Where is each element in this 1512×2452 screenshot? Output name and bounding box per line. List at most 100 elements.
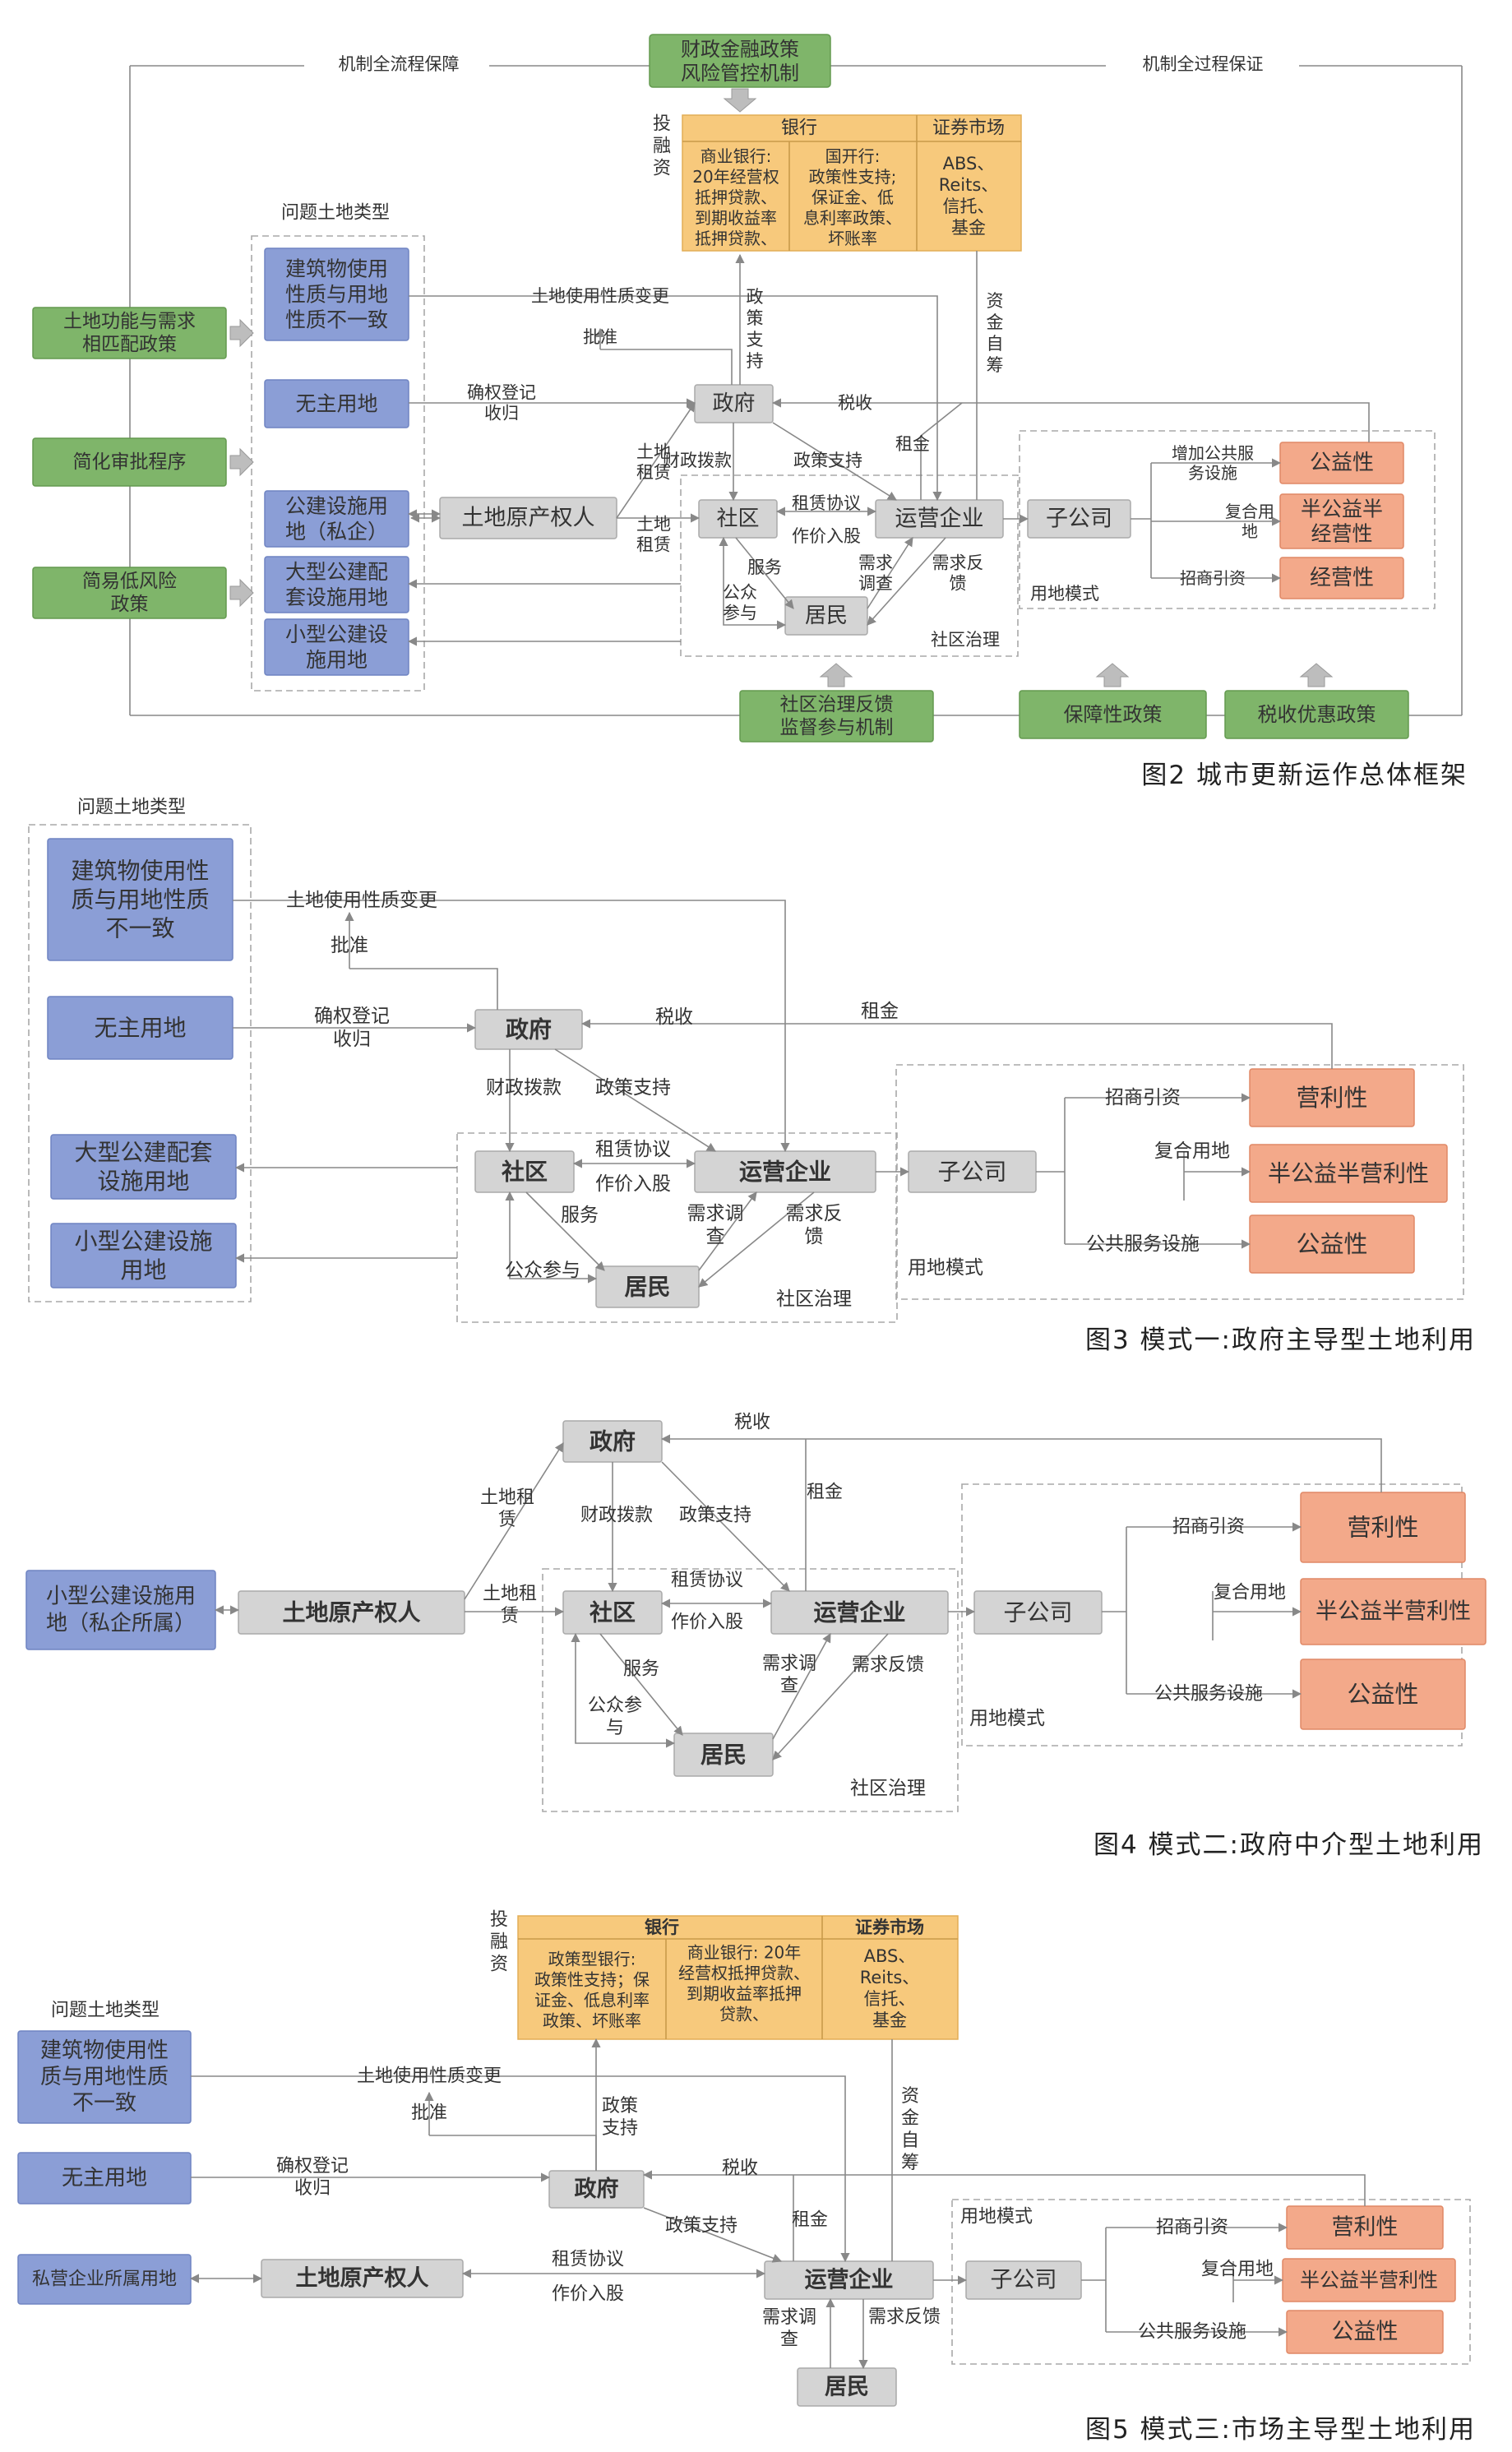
left-policy-2: 简化审批程序 <box>32 437 227 487</box>
fig4-lease-label-1-line-2: 赁 <box>498 1510 516 1530</box>
fig3-problem-title: 问题土地类型 <box>77 798 186 818</box>
fig4-community-gov-label: 社区治理 <box>850 1778 926 1799</box>
node-owner-label: 土地原产权人 <box>462 506 595 531</box>
fig5-problem-item-3: 私营企业所属用地 <box>17 2254 192 2305</box>
fig5-survey-label-line-2: 查 <box>780 2329 798 2350</box>
fig5-invest-label-line-3: 资 <box>490 1955 508 1975</box>
fig4-lease-agreement-label: 租赁协议 <box>671 1571 743 1591</box>
fig5-bank-policy-line-4: 政策、坏账率 <box>543 2011 641 2031</box>
fig5-invest-label-line-1: 投 <box>490 1910 508 1931</box>
bank-market-line-1: ABS、 <box>943 154 995 173</box>
fig4-land-mode-label: 用地模式 <box>969 1708 1045 1729</box>
fig3-public-arrow <box>505 1191 598 1284</box>
share-label: 作价入股 <box>792 526 861 546</box>
fig3-confirm-label-line-2: 收归 <box>333 1029 371 1050</box>
fig3-survey-arrow <box>698 1191 757 1271</box>
fig5-node-resident: 居民 <box>797 2367 897 2407</box>
land-change-label: 土地使用性质变更 <box>531 286 669 306</box>
add-service-label-line-1: 增加公共服 <box>1172 443 1254 463</box>
fig3-lease-label: 租赁协议 <box>595 1139 671 1160</box>
fig5-bank-policy-line-1: 政策型银行: <box>548 1950 636 1969</box>
fig3-problem-item-3-label-1: 大型公建配套 <box>74 1139 212 1166</box>
problem-item-3-label-2: 地（私企） <box>285 520 388 544</box>
fig4-community-frame <box>542 1568 959 1812</box>
fig5-share-label: 作价入股 <box>552 2284 624 2305</box>
fig5-policy-arrow <box>643 2207 783 2263</box>
outcome-public: 公益性 <box>1279 442 1404 484</box>
fig4-lease-label-2-line-2: 赁 <box>501 1606 519 1626</box>
left-policy-arrow-2 <box>229 447 254 477</box>
left-policy-3-label-1: 简易低风险 <box>82 571 177 592</box>
fig3-outcome-public-label: 公益性 <box>1296 1230 1367 1258</box>
top-policy-line-1: 财政金融政策 <box>681 38 799 61</box>
fig3-land-change-line <box>233 900 790 1153</box>
invest-label-line-2: 融 <box>653 136 671 157</box>
node-gov-label: 政府 <box>712 391 755 416</box>
fig5-policy-vertical-line-1: 政策 <box>602 2096 638 2117</box>
fig3-problem-item-4-label-2: 用地 <box>120 1256 166 1284</box>
fig3-policy-arrow <box>554 1048 716 1152</box>
node-sub: 子公司 <box>1027 499 1131 539</box>
fig5-node-sub-label: 子公司 <box>991 2268 1057 2293</box>
top-policy-line-2: 风险管控机制 <box>681 62 799 85</box>
node-gov: 政府 <box>694 384 774 423</box>
bank-policy-line-4: 息利率政策、 <box>803 208 902 228</box>
fig5-feedback-label: 需求反馈 <box>868 2307 941 2328</box>
fig3-tax-label: 税收 <box>655 1006 693 1028</box>
demand-survey-label-line-1: 需求 <box>858 553 893 573</box>
tax-line <box>771 398 1370 442</box>
fig5-node-sub: 子公司 <box>965 2260 1082 2300</box>
caption-fig5: 图5 模式三:市场主导型土地利用 <box>1085 2415 1476 2445</box>
fig5-confirm-label-line-2: 收归 <box>294 2178 331 2199</box>
fig5-bank-table <box>517 1915 959 2040</box>
fig5-bank-policy-line-3: 证金、低息利率 <box>534 1991 650 2010</box>
fig4-public-label-line-2: 与 <box>606 1718 624 1738</box>
fig5-rent-label: 租金 <box>792 2210 828 2231</box>
rent-line <box>920 402 963 500</box>
fig5-outcome-semi-label: 半公益半营利性 <box>1300 2269 1438 2292</box>
tax-label: 税收 <box>838 393 872 413</box>
fig3-node-operator-label: 运营企业 <box>739 1159 831 1186</box>
land-lease-up <box>616 402 696 519</box>
policy-support-arrow <box>772 422 897 501</box>
node-sub-label: 子公司 <box>1046 507 1112 532</box>
fig5-approve-connector <box>429 2135 597 2171</box>
fig4-node-owner: 土地原产权人 <box>238 1590 465 1635</box>
fig3-tax-line <box>580 1019 1333 1069</box>
bank-commercial-line-4: 到期收益率 <box>695 208 777 228</box>
bottom-guarantee: 保障性政策 <box>1019 690 1207 739</box>
demand-survey-label-line-2: 调查 <box>858 574 893 594</box>
fig3-feedback-label-line-2: 馈 <box>805 1226 824 1247</box>
fig4-feedback-label: 需求反馈 <box>852 1655 924 1676</box>
fig5-bank-market-line-1: ABS、 <box>864 1946 916 1966</box>
fig3-approve-connector <box>349 968 498 1010</box>
demand-survey-arrow <box>867 537 913 609</box>
fiscal-label: 财政拨款 <box>663 451 732 470</box>
fig5-policy-vertical-line-2: 支持 <box>602 2118 638 2139</box>
fig3-land-mode-label: 用地模式 <box>908 1257 983 1279</box>
fig3-community-frame <box>456 1132 898 1323</box>
fig4-node-sub: 子公司 <box>973 1590 1103 1635</box>
fig4-feedback-arrow <box>772 1633 889 1760</box>
feedback-arrow <box>819 663 853 687</box>
node-community-label: 社区 <box>716 507 759 531</box>
fig3-approve-label: 批准 <box>331 935 368 956</box>
fig3-outcome-semi: 半公益半营利性 <box>1249 1144 1448 1203</box>
bank-commercial-line-1: 商业银行: <box>701 146 772 166</box>
mech-left-label: 机制全流程保障 <box>339 54 460 74</box>
fig5-problem-title: 问题土地类型 <box>51 2001 160 2021</box>
fig5-land-change-label: 土地使用性质变更 <box>357 2066 502 2087</box>
fig5-public-service-label: 公共服务设施 <box>1138 2322 1246 2343</box>
invest-label-line-1: 投 <box>653 114 671 135</box>
fig4-node-sub-label: 子公司 <box>1003 1599 1072 1626</box>
approve-connector <box>600 349 733 385</box>
outcome-semi-label-2: 经营性 <box>1311 522 1372 546</box>
fig5-problem-item-1-label-1: 建筑物使用性 <box>40 2038 169 2063</box>
fig4-node-owner-label: 土地原产权人 <box>282 1599 420 1626</box>
